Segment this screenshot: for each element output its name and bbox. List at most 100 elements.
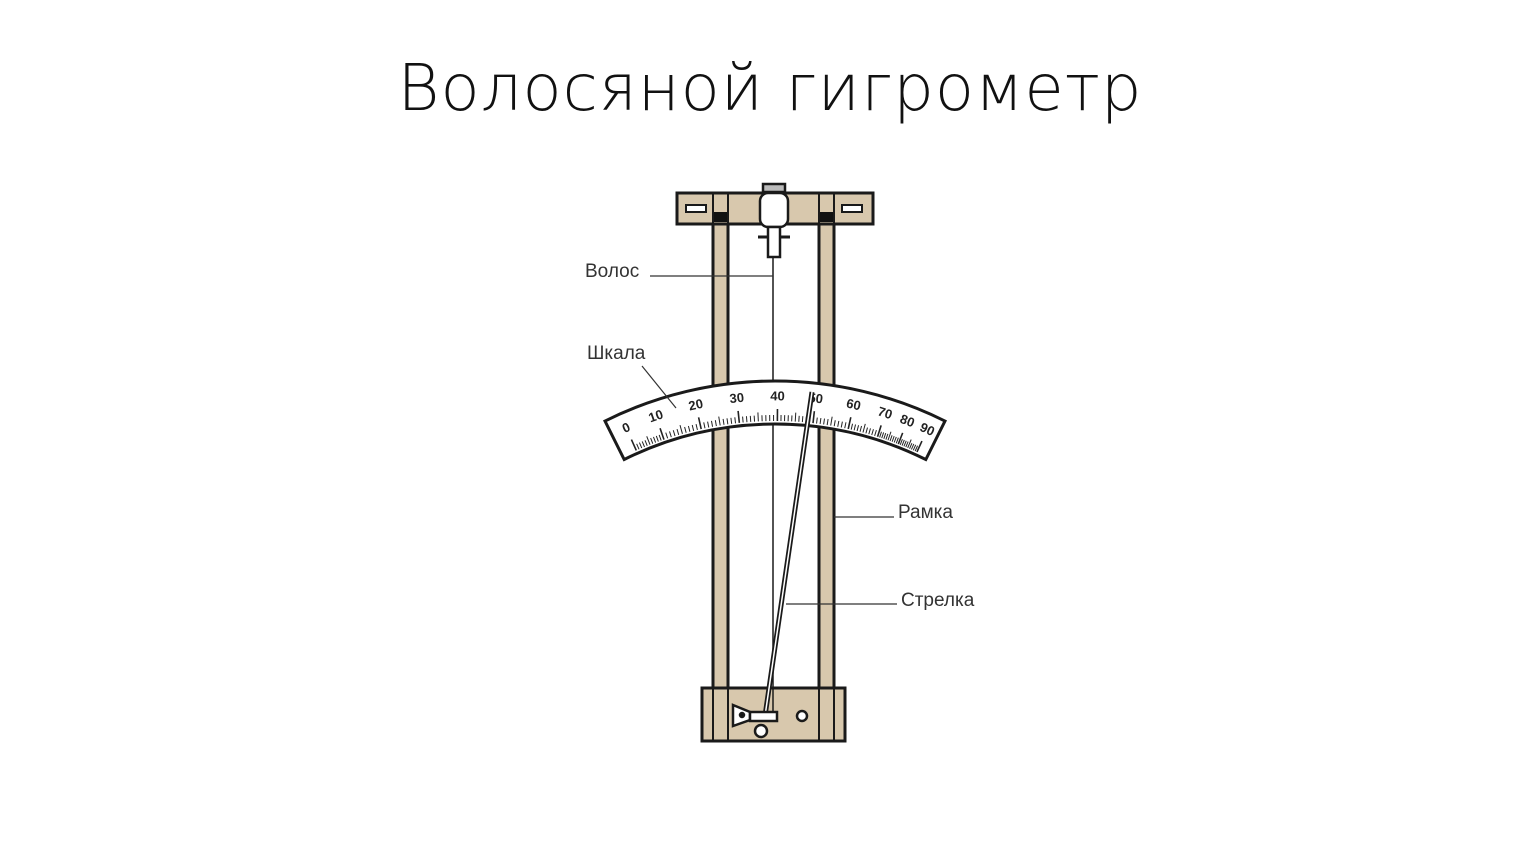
scale-tick	[638, 442, 643, 449]
scale-tick	[895, 437, 899, 444]
scale-tick	[737, 410, 741, 423]
scale-tick	[659, 427, 665, 440]
scale-tick	[646, 436, 651, 445]
scale-tick	[916, 440, 923, 453]
scale-label: 10	[647, 406, 666, 425]
scale-tick	[862, 423, 866, 433]
frame-right-rail	[817, 220, 836, 692]
scale-tick	[703, 422, 706, 429]
scale-tick	[684, 426, 687, 433]
scale-label: 80	[898, 411, 917, 430]
scale-tick	[833, 420, 836, 427]
scale-tick	[812, 411, 816, 424]
scale-tick	[850, 423, 854, 430]
scale-tick	[734, 417, 737, 424]
scale-tick	[893, 436, 897, 443]
scale-tick	[914, 445, 919, 452]
scale-label: 60	[845, 396, 862, 414]
scale-tick	[826, 419, 829, 426]
scale-tick	[730, 417, 733, 424]
scale-tick	[714, 420, 717, 427]
scale-tick	[899, 439, 903, 445]
scale-tick	[722, 418, 725, 425]
scale-tick	[897, 432, 904, 445]
scale-tick	[658, 434, 662, 441]
scale-tick	[695, 423, 698, 431]
scale-tick	[707, 421, 710, 428]
scale-tick	[887, 431, 892, 441]
scale-tick	[816, 417, 818, 424]
scale-tick	[630, 439, 638, 451]
label-pointer: Стрелка	[901, 590, 975, 611]
label-scale: Шкала	[587, 343, 646, 364]
scale-tick	[669, 431, 672, 438]
scale-tick	[903, 440, 907, 447]
scale-tick	[726, 418, 729, 425]
frame-left-rail	[711, 220, 730, 692]
scale-tick	[912, 444, 917, 451]
label-hair: Волос	[585, 261, 639, 282]
scale-tick	[710, 420, 714, 427]
scale-tick	[909, 442, 913, 449]
scale-tick	[687, 425, 691, 432]
scale-tick	[655, 435, 659, 442]
slot	[841, 204, 863, 213]
scale-tick	[847, 417, 852, 430]
hair-clamp	[758, 182, 790, 259]
scale-tick	[650, 437, 654, 444]
scale-tick	[901, 439, 905, 446]
scale-tick	[679, 425, 683, 434]
scale-tick	[830, 416, 833, 426]
scale-tick	[883, 432, 887, 439]
scale-tick	[837, 420, 840, 427]
scale-tick	[641, 441, 645, 448]
scale-tick	[665, 432, 669, 439]
scale-plate	[602, 379, 948, 462]
scale-tick	[865, 427, 868, 434]
scale-tick	[881, 432, 885, 439]
callout-frame: Рамка	[834, 502, 953, 523]
scale-tick	[910, 443, 915, 450]
slide-title: Волосяной гигрометр	[397, 52, 1143, 126]
scale-label: 90	[918, 419, 937, 439]
scale-tick	[691, 424, 695, 431]
scale-tick	[868, 428, 871, 435]
callout-scale: Шкала	[587, 343, 677, 409]
scale-tick	[871, 429, 874, 436]
scale-tick	[718, 416, 721, 426]
pointer	[762, 391, 815, 717]
scale-label: 30	[729, 390, 745, 406]
scale-tick	[876, 425, 882, 438]
scale-label: 20	[687, 396, 704, 414]
scale-tick	[853, 424, 857, 431]
scale-tick	[844, 422, 847, 429]
scale-tick	[636, 443, 640, 450]
scale-tick	[907, 439, 912, 449]
scale-tick	[874, 429, 877, 437]
slot	[685, 204, 707, 213]
pointer-pivot	[731, 703, 809, 739]
callout-pointer: Стрелка	[786, 590, 975, 611]
scale-tick	[653, 436, 657, 443]
scale-tick	[889, 435, 893, 442]
scale-tick	[823, 418, 825, 425]
scale-tick	[856, 425, 860, 432]
scale-label: 40	[770, 388, 785, 403]
scale-tick	[644, 440, 648, 447]
scale-label: 70	[876, 404, 894, 423]
scale-tick	[794, 412, 797, 422]
callout-hair: Волос	[585, 261, 773, 282]
label-frame: Рамка	[898, 502, 953, 523]
scale-tick	[885, 433, 889, 440]
scale-tick	[697, 417, 702, 430]
scale-tick	[905, 441, 909, 448]
scale-tick	[879, 431, 882, 438]
scale-tick	[859, 425, 863, 432]
scale-tick	[742, 416, 744, 423]
scale-tick	[819, 417, 822, 425]
scale-tick	[676, 428, 680, 436]
scale-tick	[672, 430, 676, 437]
